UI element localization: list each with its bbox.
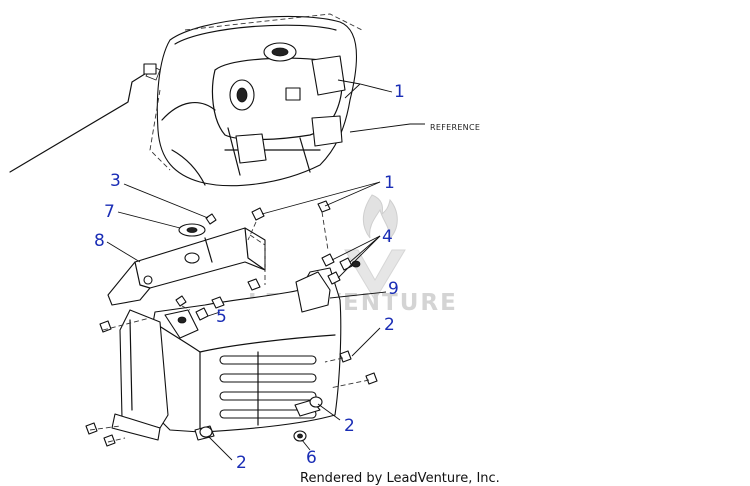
fasteners	[85, 200, 378, 447]
reference-label: REFERENCE	[430, 123, 480, 132]
callout-2-lower-right: 2	[344, 416, 355, 436]
callout-numbers: 1 1 2 2 2 3 4 5 6 7 8 9	[94, 82, 405, 473]
callout-2-bottom: 2	[236, 453, 247, 473]
callout-1-bolts: 1	[384, 173, 395, 193]
callout-7: 7	[104, 202, 115, 222]
callout-6: 6	[306, 448, 317, 468]
support-bracket	[107, 227, 266, 306]
callout-2-right: 2	[384, 315, 395, 335]
rendered-by-footer: Rendered by LeadVenture, Inc.	[300, 471, 500, 486]
leader-lines	[106, 79, 393, 461]
reference-leader-line	[349, 123, 425, 133]
callout-5: 5	[216, 307, 227, 327]
callout-9: 9	[388, 279, 399, 299]
callout-8: 8	[94, 231, 105, 251]
assembly-guide-lines	[89, 211, 370, 443]
callout-4: 4	[382, 227, 393, 247]
front-grille-panel	[111, 267, 342, 441]
flame-logo-icon	[363, 194, 398, 242]
dash-console	[9, 13, 363, 187]
callout-3: 3	[110, 171, 121, 191]
callout-1-console: 1	[394, 82, 405, 102]
